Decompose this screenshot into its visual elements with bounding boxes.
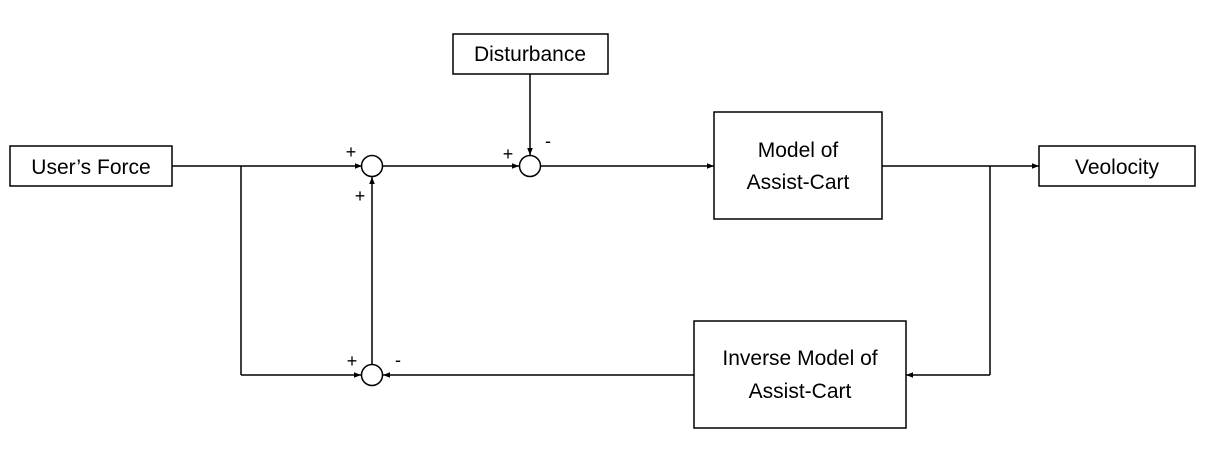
disturbance-block: Disturbance bbox=[452, 33, 609, 75]
model-block: Model of Assist-Cart bbox=[713, 111, 883, 220]
inverse-label-line2: Assist-Cart bbox=[749, 380, 852, 403]
summing-junction-1 bbox=[360, 154, 384, 178]
sum3-right-sign: - bbox=[395, 350, 401, 370]
velocity-label: Veolocity bbox=[1075, 156, 1160, 179]
users-force-block: User’s Force bbox=[9, 145, 173, 187]
model-label-line2: Assist-Cart bbox=[747, 171, 850, 194]
sum2-left-sign: + bbox=[503, 144, 514, 164]
sum2-top-sign: - bbox=[545, 131, 551, 151]
users-force-label: User’s Force bbox=[31, 156, 150, 179]
sum1-left-sign: + bbox=[346, 142, 357, 162]
inverse-label-line1: Inverse Model of bbox=[722, 347, 877, 370]
inverse-model-block: Inverse Model of Assist-Cart bbox=[693, 320, 907, 429]
disturbance-label: Disturbance bbox=[474, 43, 586, 66]
sum3-left-sign: + bbox=[347, 351, 358, 371]
summing-junction-2 bbox=[518, 154, 542, 178]
model-label-line1: Model of bbox=[758, 139, 839, 162]
velocity-block: Veolocity bbox=[1038, 145, 1196, 187]
summing-junction-3 bbox=[360, 363, 384, 387]
sum1-bottom-sign: + bbox=[355, 186, 366, 206]
